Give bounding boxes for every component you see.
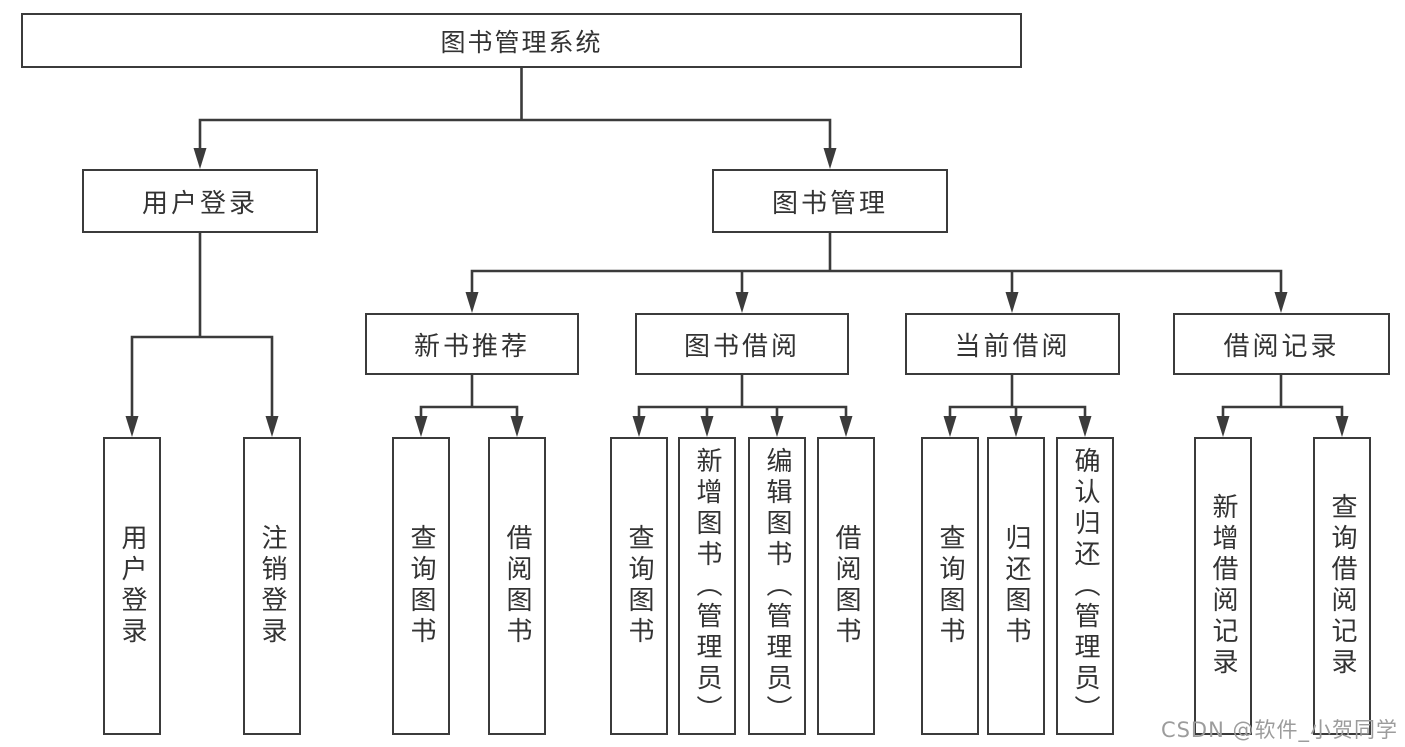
leaf-logout-label: 注销登录 [257,524,287,648]
node-current-borrowing-label: 当前借阅 [954,331,1071,362]
leaf-bb-query-books-label: 查询图书 [624,524,654,648]
leaf-cb-return-books-label: 归还图书 [1001,524,1031,648]
leaf-bb-add-books-admin: 新增图书（管理员） [678,437,736,735]
leaf-cb-return-books: 归还图书 [987,437,1045,735]
node-borrowing-records: 借阅记录 [1173,313,1390,375]
leaf-user-login-label: 用户登录 [117,524,147,648]
node-user-login-label: 用户登录 [141,188,258,219]
leaf-bb-edit-books-admin-label: 编辑图书（管理员） [762,446,792,726]
leaf-nb-query-books: 查询图书 [392,437,450,735]
leaf-br-query-record-label: 查询借阅记录 [1327,493,1357,679]
leaf-bb-borrow-books-label: 借阅图书 [831,524,861,648]
leaf-logout: 注销登录 [243,437,301,735]
node-new-book-recommend: 新书推荐 [365,313,579,375]
leaf-cb-query-books: 查询图书 [921,437,979,735]
node-book-borrowing: 图书借阅 [635,313,849,375]
leaf-nb-borrow-books-label: 借阅图书 [502,524,532,648]
leaf-bb-add-books-admin-label: 新增图书（管理员） [692,446,722,726]
csdn-watermark: CSDN @软件_小贺同学 [1160,718,1398,742]
node-book-management: 图书管理 [712,169,948,233]
leaf-bb-borrow-books: 借阅图书 [817,437,875,735]
node-borrowing-records-label: 借阅记录 [1223,331,1340,362]
leaf-bb-edit-books-admin: 编辑图书（管理员） [748,437,806,735]
node-current-borrowing: 当前借阅 [905,313,1120,375]
leaf-nb-borrow-books: 借阅图书 [488,437,546,735]
node-book-management-label: 图书管理 [771,188,888,219]
leaf-cb-confirm-return-admin-label: 确认归还（管理员） [1070,446,1100,726]
leaf-br-query-record: 查询借阅记录 [1313,437,1371,735]
leaf-bb-query-books: 查询图书 [610,437,668,735]
node-library-system: 图书管理系统 [21,13,1022,68]
leaf-br-add-record: 新增借阅记录 [1194,437,1252,735]
leaf-cb-query-books-label: 查询图书 [935,524,965,648]
node-library-system-label: 图书管理系统 [440,27,603,57]
leaf-cb-confirm-return-admin: 确认归还（管理员） [1056,437,1114,735]
leaf-nb-query-books-label: 查询图书 [406,524,436,648]
leaf-user-login: 用户登录 [103,437,161,735]
node-book-borrowing-label: 图书借阅 [683,331,800,362]
node-user-login: 用户登录 [82,169,318,233]
leaf-br-add-record-label: 新增借阅记录 [1208,493,1238,679]
node-new-book-recommend-label: 新书推荐 [413,331,530,362]
